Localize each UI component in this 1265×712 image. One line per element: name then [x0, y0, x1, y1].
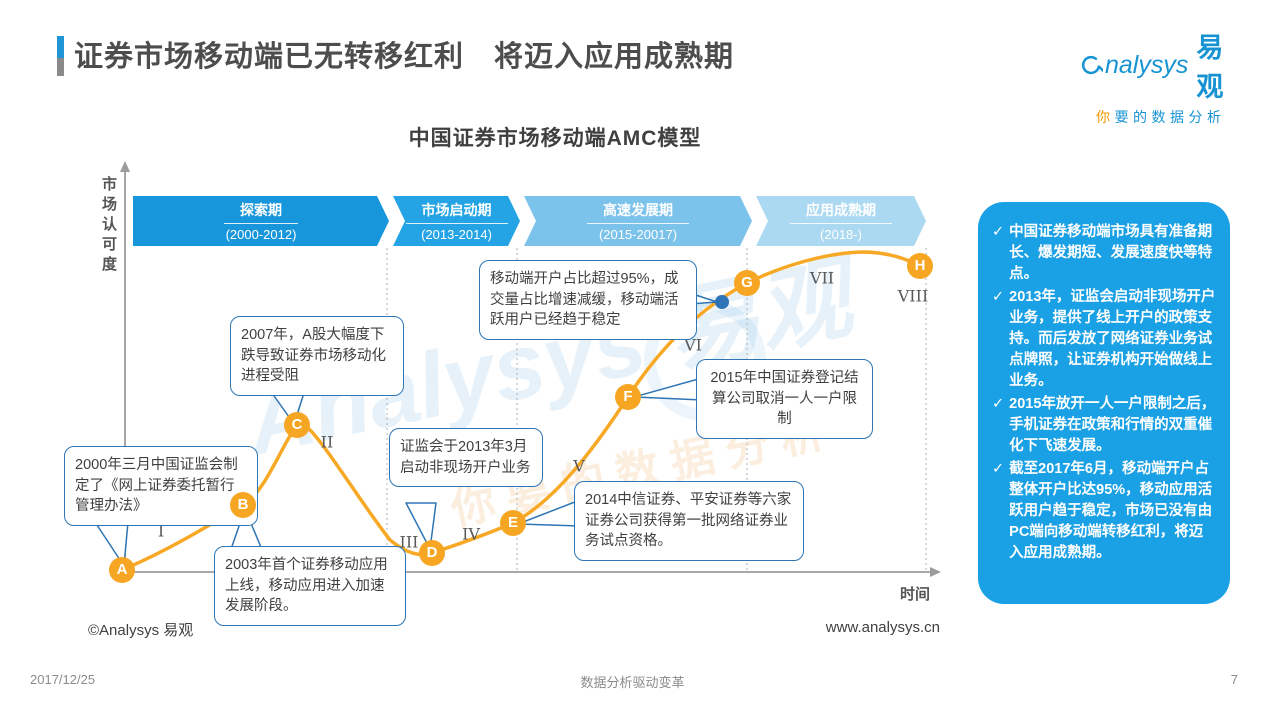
website-url: www.analysys.cn	[825, 619, 940, 636]
check-icon: ✓	[992, 224, 1005, 240]
insight-item: ✓ 2015年放开一人一户限制之后，手机证券在政策和行情的双重催化下飞速发展。	[992, 394, 1216, 457]
title-accent-bar	[57, 36, 64, 76]
curve-point-c: C	[284, 412, 310, 438]
page-title: 证券市场移动端已无转移红利 将迈入应用成熟期	[74, 41, 735, 73]
check-icon: ✓	[992, 396, 1005, 413]
check-icon: ✓	[992, 461, 1005, 478]
insight-text: 2013年，证监会启动非现场开户业务，提供了线上开户的政策支持。而后发放了网络证…	[1009, 289, 1216, 390]
stage-label-5: V	[573, 456, 585, 476]
analysys-swirl-icon	[1081, 55, 1103, 75]
stage-label-8: VIII	[897, 286, 929, 306]
x-axis-arrowhead	[930, 567, 941, 577]
insight-text: 中国证券移动端市场具有准备期长、爆发期短、发展速度快等特点。	[1009, 224, 1213, 283]
stage-label-4: IV	[462, 524, 480, 544]
phase-band-market-start: 市场启动期 (2013-2014)	[393, 196, 520, 246]
insight-text: 截至2017年6月，移动端开户占整体开户比达95%，移动应用活跃用户趋于稳定，市…	[1009, 461, 1213, 562]
footer-motto: 数据分析驱动变革	[580, 675, 685, 690]
stage-label-1: I	[157, 521, 165, 541]
x-axis-label: 时间	[900, 586, 931, 603]
stage-label-3: III	[399, 532, 419, 552]
curve-point-d: D	[419, 540, 445, 566]
curve-point-h: H	[907, 253, 933, 279]
callout-2013-remote-account: 证监会于2013年3月启动非现场开户业务	[389, 428, 543, 488]
callout-2007-a-share-drop: 2007年，A股大幅度下跌导致证券市场移动化进程受阻	[230, 316, 404, 396]
logo-tagline: 你要的数据分析	[1096, 109, 1226, 125]
insight-item: ✓ 2013年，证监会启动非现场开户业务，提供了线上开户的政策支持。而后发放了网…	[992, 287, 1216, 392]
callout-2000-regulation: 2000年三月中国证监会制定了《网上证券委托暂行管理办法》	[64, 446, 258, 526]
curve-point-e: E	[500, 510, 526, 536]
stage-label-7: VII	[809, 268, 835, 288]
curve-point-f: F	[615, 384, 641, 410]
footer-date: 2017/12/25	[30, 672, 96, 687]
curve-point-a: A	[109, 557, 135, 583]
curve-point-g: G	[734, 270, 760, 296]
check-icon: ✓	[992, 289, 1005, 306]
insights-panel: ✓ 中国证券移动端市场具有准备期长、爆发期短、发展速度快等特点。 ✓ 2013年…	[978, 202, 1230, 604]
insight-text: 2015年放开一人一户限制之后，手机证券在政策和行情的双重催化下飞速发展。	[1009, 396, 1216, 455]
callout-2015-one-account-limit: 2015年中国证券登记结算公司取消一人一户限制	[696, 359, 873, 439]
copyright-note: ©Analysys 易观	[88, 622, 194, 639]
chart-title: 中国证券市场移动端AMC模型	[408, 127, 702, 150]
insight-item: ✓ 截至2017年6月，移动端开户占整体开户比达95%，移动应用活跃用户趋于稳定…	[992, 459, 1216, 564]
logo-cn: 易观	[1196, 33, 1228, 102]
callout-2014-pilot-licenses: 2014中信证券、平安证券等六家证券公司获得第一批网络证券业务试点资格。	[574, 481, 804, 561]
logo-brand: nalysys 易观	[1078, 26, 1248, 104]
insight-item: ✓ 中国证券移动端市场具有准备期长、爆发期短、发展速度快等特点。	[992, 222, 1216, 285]
y-axis-arrowhead	[120, 161, 130, 172]
callout-2003-first-app: 2003年首个证券移动应用上线，移动应用进入加速发展阶段。	[214, 546, 406, 626]
logo-latin: nalysys	[1104, 50, 1189, 79]
mobile-account-95pct-marker	[715, 295, 729, 309]
phase-band-rapid-growth: 高速发展期 (2015-20017)	[524, 196, 752, 246]
phase-band-exploration: 探索期 (2000-2012)	[133, 196, 389, 246]
page-number: 7	[1230, 672, 1238, 687]
curve-point-b: B	[230, 492, 256, 518]
callout-mobile-95pct: 移动端开户占比超过95%，成交量占比增速减缓，移动端活跃用户已经趋于稳定	[479, 260, 697, 340]
analysys-logo: nalysys 易观 你要的数据分析	[1078, 26, 1248, 127]
stage-label-2: II	[320, 432, 334, 452]
phase-bands: 探索期 (2000-2012) 市场启动期 (2013-2014) 高速发展期 …	[133, 196, 933, 246]
stage-label-6: VI	[684, 335, 702, 355]
y-axis-label: 市场认可度	[100, 176, 117, 276]
phase-band-maturity: 应用成熟期 (2018-)	[756, 196, 926, 246]
amc-curve	[120, 250, 922, 572]
